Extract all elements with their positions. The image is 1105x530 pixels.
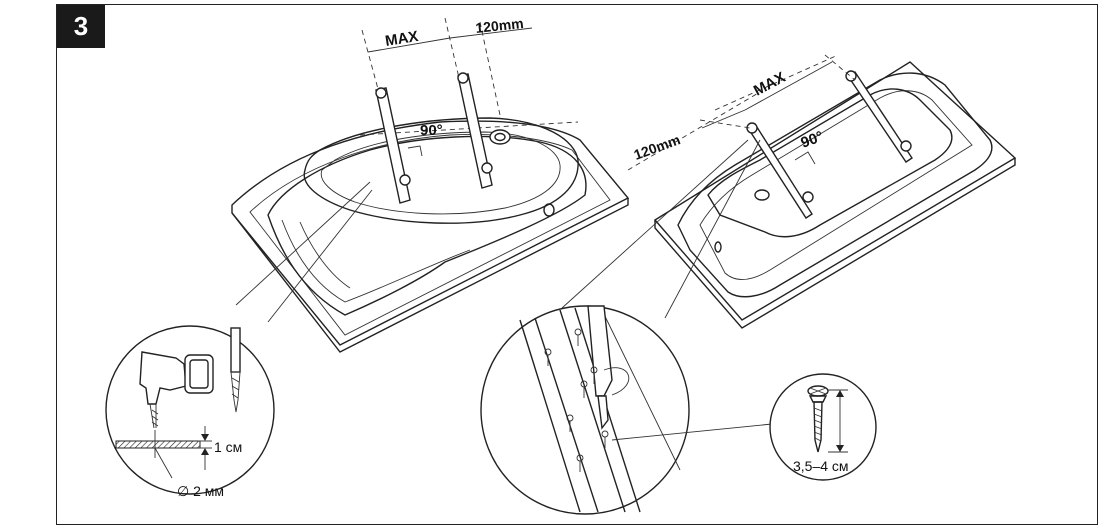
rectangular-bathtub-right: MAX 120mm 90°	[561, 54, 1017, 329]
angle-label-left: 90°	[420, 122, 443, 139]
offset-label-right: 120mm	[632, 131, 683, 163]
drill-detail: 1 см ∅ 2 мм	[105, 325, 275, 499]
corner-bathtub-left: MAX 120mm 90°	[231, 15, 630, 353]
drill-depth-label: 1 см	[214, 439, 242, 455]
screw-detail: 3,5–4 см	[769, 373, 877, 481]
angle-label-right: 90°	[799, 128, 826, 152]
step-number-badge: 3	[57, 5, 105, 48]
screw-length-label: 3,5–4 см	[793, 458, 849, 474]
max-label-left: MAX	[384, 28, 420, 50]
diagram-frame	[56, 4, 1098, 525]
offset-label-left: 120mm	[475, 15, 525, 36]
max-label-right: MAX	[751, 69, 788, 100]
drill-diameter-label: ∅ 2 мм	[177, 483, 224, 499]
screwdriver-detail	[480, 305, 773, 515]
